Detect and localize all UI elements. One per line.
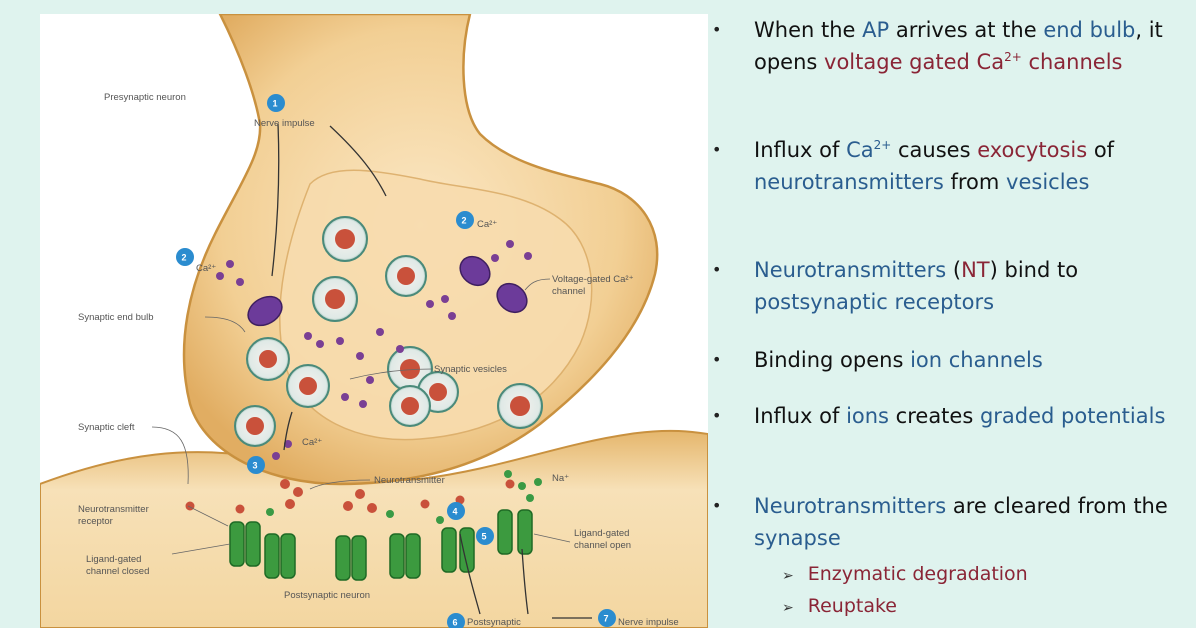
calcium-ions <box>216 240 532 460</box>
bullet-text: Neurotransmitters are cleared from the s… <box>754 490 1174 554</box>
bullet-fragment: vesicles <box>1006 170 1090 194</box>
bullet-fragment: ) bind to <box>989 258 1079 282</box>
synaptic-vesicles <box>234 216 543 447</box>
label-vesicles: Synaptic vesicles <box>434 364 507 375</box>
notes-panel: • When the AP arrives at the end bulb, i… <box>712 10 1182 622</box>
bullet-fragment: ions <box>846 404 889 428</box>
bullet-fragment: , it opens <box>754 18 1163 74</box>
label-presynaptic: Presynaptic neuron <box>104 92 186 103</box>
bullet-marker: • <box>712 20 722 39</box>
subitem-text: Reuptake <box>807 595 897 617</box>
bullet-text: When the AP arrives at the end bulb, it … <box>754 14 1174 78</box>
bullet-fragment: arrives at the <box>889 18 1044 42</box>
subitem-text: Enzymatic degradation <box>807 563 1028 585</box>
label-bottom-postsynaptic: Postsynaptic <box>467 617 521 628</box>
bullet-fragment: 2+ <box>873 138 892 152</box>
subitem-2: ➢ Reuptake <box>782 590 897 624</box>
step-2a: 2 <box>182 253 187 263</box>
step-2b: 2 <box>462 216 467 226</box>
bullet-text: Neurotransmitters (NT) bind to postsynap… <box>754 254 1174 318</box>
step-7: 7 <box>604 614 609 624</box>
label-vg-channel-2: channel <box>552 286 585 297</box>
label-ca-right: Ca²⁺ <box>477 219 497 230</box>
label-postsynaptic: Postsynaptic neuron <box>284 590 370 601</box>
sodium-ions <box>266 470 542 524</box>
bullet-fragment: NT <box>961 258 990 282</box>
step-markers: 1 2 2 3 4 5 6 7 <box>176 94 616 628</box>
leader-lines <box>151 278 571 555</box>
bullet-fragment: graded potentials <box>979 404 1166 428</box>
bullet-fragment: Neurotransmitters <box>754 258 947 282</box>
voltage-gated-channels <box>247 255 528 327</box>
bullet-fragment: end bulb <box>1043 18 1136 42</box>
bullet-text: Influx of Ca2+ causes exocytosis of neur… <box>754 134 1174 198</box>
label-neurotransmitter: Neurotransmitter <box>374 475 445 486</box>
bullet-fragment: Binding opens <box>754 348 911 372</box>
bullet-fragment: postsynaptic receptors <box>754 290 995 314</box>
step-4: 4 <box>453 507 458 517</box>
bullet-text: Influx of ions creates graded potentials <box>754 400 1174 432</box>
label-nerve-impulse: Nerve impulse <box>254 118 315 129</box>
bullet-marker: • <box>712 406 722 425</box>
bullet-fragment: When the <box>754 18 863 42</box>
bullet-fragment: voltage gated Ca <box>824 50 1005 74</box>
ligand-gated-receptors <box>229 509 533 581</box>
bullet-fragment: synapse <box>754 526 841 550</box>
step-6: 6 <box>453 618 458 628</box>
synapse-illustration: 1 2 2 3 4 5 6 7 Presynaptic neuron Nerve… <box>40 14 708 628</box>
diagram-labels: Presynaptic neuron Nerve impulse Ca²⁺ Ca… <box>78 92 679 628</box>
label-ca-bottom: Ca²⁺ <box>302 437 322 448</box>
label-na: Na⁺ <box>552 473 569 484</box>
bullet-fragment: from <box>943 170 1007 194</box>
bullet-fragment: Influx of <box>754 404 847 428</box>
bullet-marker: • <box>712 496 722 515</box>
step-1: 1 <box>273 99 278 109</box>
label-receptor: Neurotransmitter <box>78 504 149 515</box>
bullet-fragment: causes <box>891 138 978 162</box>
sub-marker: ➢ <box>782 600 794 616</box>
bullet-fragment: of <box>1087 138 1115 162</box>
bullet-text: Binding opens ion channels <box>754 344 1174 376</box>
bullet-fragment: channels <box>1021 50 1123 74</box>
neurotransmitter-molecules <box>185 479 515 514</box>
bullet-fragment: Influx of <box>754 138 847 162</box>
bullet-fragment: Neurotransmitters <box>754 494 947 518</box>
bullet-fragment: ( <box>946 258 962 282</box>
bullet-marker: • <box>712 350 722 369</box>
label-lg-open-2: channel open <box>574 540 631 551</box>
bullet-fragment: are cleared from the <box>946 494 1168 518</box>
step-5: 5 <box>482 532 487 542</box>
label-cleft: Synaptic cleft <box>78 422 135 433</box>
bullet-marker: • <box>712 140 722 159</box>
pathway-arrows <box>271 123 592 619</box>
sub-marker: ➢ <box>782 568 794 584</box>
subitem-1: ➢ Enzymatic degradation <box>782 558 1028 592</box>
label-end-bulb: Synaptic end bulb <box>78 312 154 323</box>
bullet-fragment: ion channels <box>910 348 1043 372</box>
label-bottom-nerve-impulse: Nerve impulse <box>618 617 679 628</box>
synapse-diagram: 1 2 2 3 4 5 6 7 Presynaptic neuron Nerve… <box>40 14 708 628</box>
bullet-fragment: exocytosis <box>977 138 1088 162</box>
bullet-fragment: AP <box>862 18 890 42</box>
bullet-fragment: 2+ <box>1004 50 1022 64</box>
bullet-fragment: creates <box>889 404 980 428</box>
label-lg-closed: Ligand-gated <box>86 554 141 565</box>
label-ca-left: Ca²⁺ <box>196 263 216 274</box>
bullet-fragment: Ca <box>846 138 874 162</box>
bullet-fragment: neurotransmitters <box>754 170 944 194</box>
label-lg-closed-2: channel closed <box>86 566 149 577</box>
label-lg-open: Ligand-gated <box>574 528 629 539</box>
label-receptor-2: receptor <box>78 516 113 527</box>
label-vg-channel: Voltage-gated Ca²⁺ <box>552 274 634 285</box>
step-3: 3 <box>253 461 258 471</box>
bullet-marker: • <box>712 260 722 279</box>
